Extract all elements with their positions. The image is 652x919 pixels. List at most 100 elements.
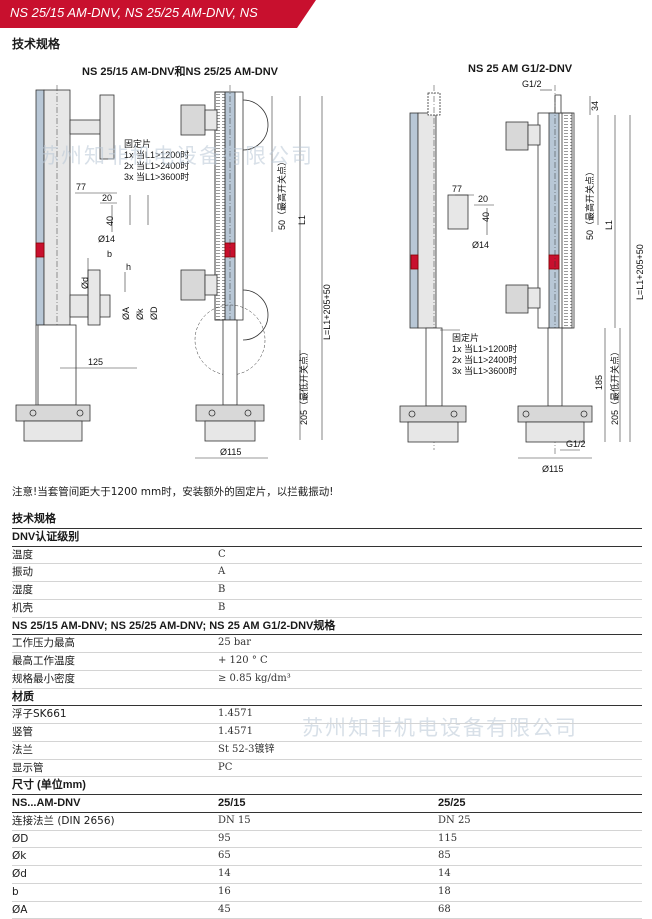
spec-cell-c2: 25 bar [218, 635, 251, 652]
spec-cell-c2: + 120 ° C [218, 653, 268, 670]
fig1-dim-205: 205（最低开关点） [298, 347, 309, 425]
spec-cell-c2: 1.4571 [218, 724, 253, 741]
spec-section-header: NS 25/15 AM-DNV; NS 25/25 AM-DNV; NS 25 … [12, 618, 642, 636]
fig2-dim-205: 205（最低开关点） [609, 347, 620, 425]
fig2-dim-L1: L1 [604, 220, 614, 230]
fig1-dim-40: 40 [105, 216, 115, 226]
fig2-side-view [400, 85, 468, 450]
spec-cell-c2: C [218, 547, 226, 564]
fig2-bracket-label: 固定片 [452, 332, 479, 343]
fig1-side-view [16, 85, 114, 441]
spec-row: 最高工作温度 + 120 ° C [12, 653, 642, 671]
spec-cell-c3: 14 [438, 866, 451, 883]
spec-cell-c2: 45 [218, 902, 231, 919]
spec-cell-c1: 显示管 [12, 760, 44, 777]
spec-cell-c3: 18 [438, 884, 451, 901]
spec-cell-c1: 法兰 [12, 742, 33, 759]
fig2-dim-77: 77 [452, 184, 462, 194]
fig1-bracket-line-3: 3x 当L1>3600时 [124, 171, 189, 182]
fig2-dim-g12-top: G1/2 [522, 79, 542, 89]
spec-cell-c2: B [218, 582, 225, 599]
spec-cell-c1: 浮子SK661 [12, 706, 67, 723]
fig1-dim-oa: ØA [121, 307, 131, 320]
fig1-dim-b: b [107, 249, 112, 259]
spec-cell-c2: DN 15 [218, 813, 251, 830]
spec-cell-c1: b [12, 884, 19, 901]
spec-title: 技术规格 [12, 511, 642, 529]
spec-cell-c1: Ød [12, 866, 27, 883]
fig1-dim-115: Ø115 [220, 447, 241, 457]
spec-cell-c2: 1.4571 [218, 706, 253, 723]
spec-cell-c1: Øk [12, 848, 26, 865]
spec-cell-c1: 竖管 [12, 724, 33, 741]
spec-cell-c1: ØA [12, 902, 27, 919]
spec-row: Øk 65 85 [12, 848, 642, 866]
fig2-bracket-line-3: 3x 当L1>3600时 [452, 365, 517, 376]
fig1-dim-ok: Øk [135, 308, 145, 320]
fig1-dim-od: Ød [80, 277, 90, 289]
spec-row: 温度 C [12, 547, 642, 565]
spec-row: Ød 14 14 [12, 866, 642, 884]
fig2-dim-50: 50（最高开关点） [584, 167, 595, 240]
fig1-dim-125: 125 [88, 357, 103, 367]
fig2-front-view [506, 85, 592, 455]
fig2-dim-40: 40 [481, 212, 491, 222]
spec-section-header: DNV认证级别 [12, 529, 642, 547]
spec-row: ØD 95 115 [12, 831, 642, 849]
spec-cell-c3: 115 [438, 831, 457, 848]
spec-cell-c1: 最高工作温度 [12, 653, 75, 670]
spec-row: 浮子SK661 1.4571 [12, 706, 642, 724]
spec-row: 振动 A [12, 564, 642, 582]
spec-cell-c1: ØD [12, 831, 28, 848]
fig1-bracket-label: 固定片 [124, 138, 151, 149]
fig1-dim-50: 50（最高开关点） [276, 157, 287, 230]
spec-cell-c1: 材质 [12, 689, 34, 706]
fig1-dim-Lsum: L=L1+205+50 [322, 284, 332, 340]
spec-cell-c2: B [218, 600, 225, 617]
fig1-dim-L1: L1 [297, 215, 307, 225]
installation-note: 注意!当套管间距大于1200 mm时，安装额外的固定片，以拦截振动! [12, 484, 333, 499]
spec-cell-c2: A [218, 564, 225, 581]
spec-row: 显示管 PC [12, 760, 642, 778]
spec-cell-c3: 25/25 [438, 795, 466, 812]
spec-cell-c2: 95 [218, 831, 231, 848]
spec-cell-c2: ≥ 0.85 kg/dm³ [218, 671, 291, 688]
spec-cell-c2: 65 [218, 848, 231, 865]
fig2-bracket-line-2: 2x 当L1>2400时 [452, 354, 517, 365]
spec-cell-c1: 温度 [12, 547, 33, 564]
fig2-dim-14: Ø14 [472, 240, 489, 250]
spec-row: 湿度 B [12, 582, 642, 600]
spec-cell-c2: 14 [218, 866, 231, 883]
spec-row: 竖管 1.4571 [12, 724, 642, 742]
spec-row: 机壳 B [12, 600, 642, 618]
fig1-dim-oD: ØD [149, 306, 159, 320]
spec-section-header: 尺寸 (单位mm) [12, 777, 642, 795]
spec-row: 规格最小密度 ≥ 0.85 kg/dm³ [12, 671, 642, 689]
fig2-dim-115: Ø115 [542, 464, 563, 474]
technical-drawing: 固定片 1x 当L1>1200时 2x 当L1>2400时 3x 当L1>360… [0, 0, 652, 478]
spec-cell-c3: 85 [438, 848, 451, 865]
spec-cell-c1: 尺寸 (单位mm) [12, 777, 86, 794]
spec-cell-c1: 机壳 [12, 600, 33, 617]
spec-cell-c2: PC [218, 760, 232, 777]
spec-cell-c1: DNV认证级别 [12, 529, 79, 546]
spec-cell-c1: 连接法兰 (DIN 2656) [12, 813, 115, 830]
fig1-dim-h: h [126, 262, 131, 272]
fig1-dim-14: Ø14 [98, 234, 115, 244]
fig1-front-view [181, 85, 268, 441]
spec-section-header: 材质 [12, 689, 642, 707]
spec-cell-c1: 规格最小密度 [12, 671, 75, 688]
spec-cell-c1: 振动 [12, 564, 33, 581]
fig1-dim-77: 77 [76, 182, 86, 192]
spec-cell-c2: 25/15 [218, 795, 246, 812]
spec-cell-c1: 湿度 [12, 582, 33, 599]
fig1-bracket-line-2: 2x 当L1>2400时 [124, 160, 189, 171]
fig2-dim-Lsum: L=L1+205+50 [635, 244, 645, 300]
